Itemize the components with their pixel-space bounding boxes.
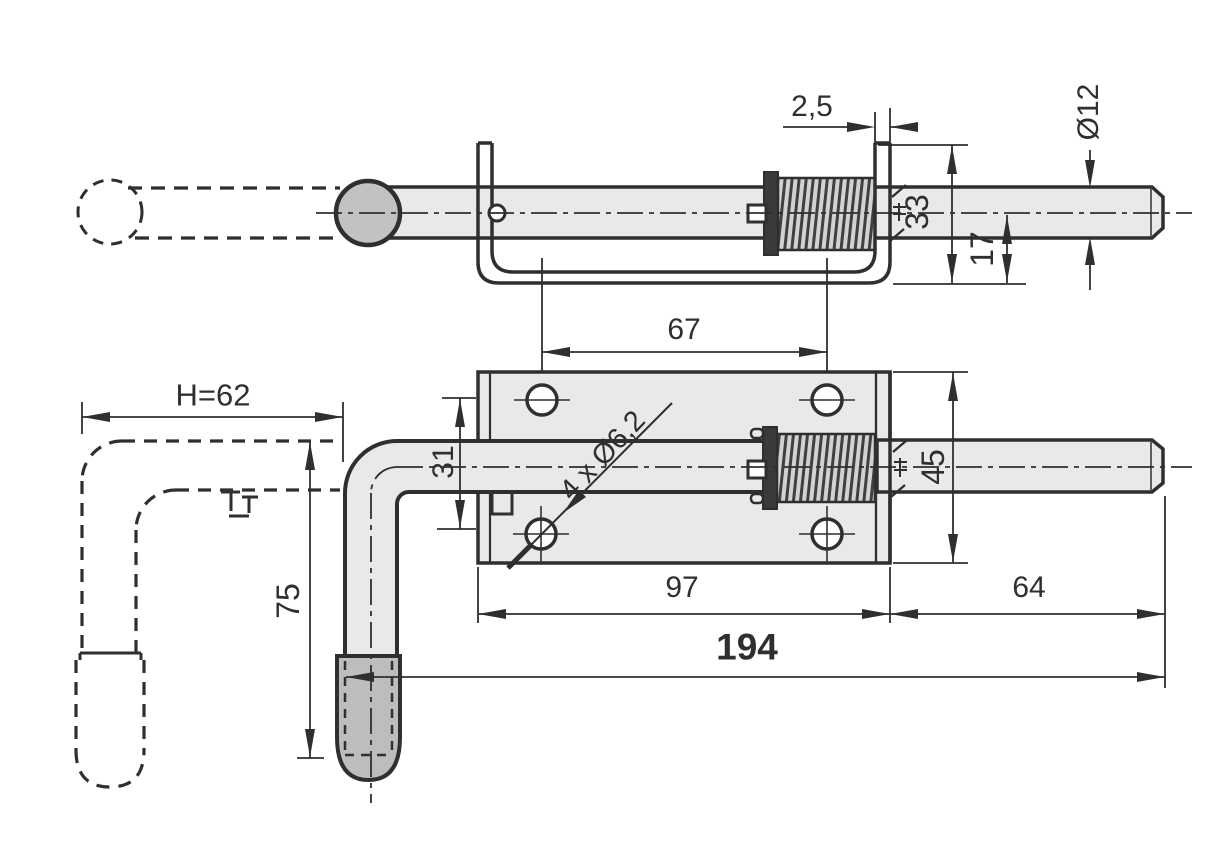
label-plate-width: 97 — [665, 571, 699, 604]
dim-overall-length — [346, 672, 1165, 682]
grip-hidden-rod — [343, 661, 394, 757]
dim-plate-width — [477, 567, 891, 623]
handle-swung-dashed — [74, 439, 340, 789]
label-plate-height: 45 — [915, 449, 951, 485]
label-overall-length: 194 — [716, 626, 778, 668]
dim-plate-height — [893, 371, 968, 564]
label-handle-height: H=62 — [175, 377, 251, 413]
label-wall-thickness: 2,5 — [791, 90, 833, 123]
dim-bolt-travel — [890, 496, 1166, 688]
dim-center-offset — [893, 215, 1026, 285]
centerlines-plan — [370, 466, 1192, 803]
dim-wall-thickness — [783, 108, 918, 145]
bolt-and-handle — [343, 439, 768, 658]
diameter-marks-plan — [890, 439, 908, 498]
dim-hole-spacing — [542, 347, 827, 357]
dim-handle-height — [81, 402, 344, 462]
diameter-marks-side — [889, 184, 907, 242]
label-bend-offset: 31 — [427, 445, 460, 479]
stop-notch — [490, 492, 514, 516]
spring-pin-plan — [746, 459, 768, 480]
handle-grip — [335, 654, 402, 783]
label-hole-spacing: 67 — [667, 313, 701, 346]
side-view — [76, 108, 1192, 428]
label-handle-drop: 75 — [270, 583, 306, 619]
hole-note-leader — [506, 402, 673, 570]
spring-coil-plan — [775, 432, 877, 504]
knob-retracted-dashed — [76, 178, 144, 246]
swung-notch-detail — [221, 490, 258, 518]
plan-view — [74, 347, 1192, 803]
bracket-side — [476, 141, 892, 285]
label-center-offset: 17 — [964, 231, 1000, 267]
dim-handle-drop — [297, 441, 324, 759]
spring-coil-side — [776, 176, 877, 252]
dim-bend-offset — [437, 397, 476, 530]
dim-bracket-height — [878, 144, 968, 283]
label-bolt-travel: 64 — [1012, 571, 1046, 604]
dim-bolt-diameter — [1085, 150, 1095, 290]
label-bracket-height: 33 — [899, 194, 935, 230]
label-bolt-diameter: Ø12 — [1072, 83, 1105, 141]
swung-grip-edge — [78, 651, 143, 660]
